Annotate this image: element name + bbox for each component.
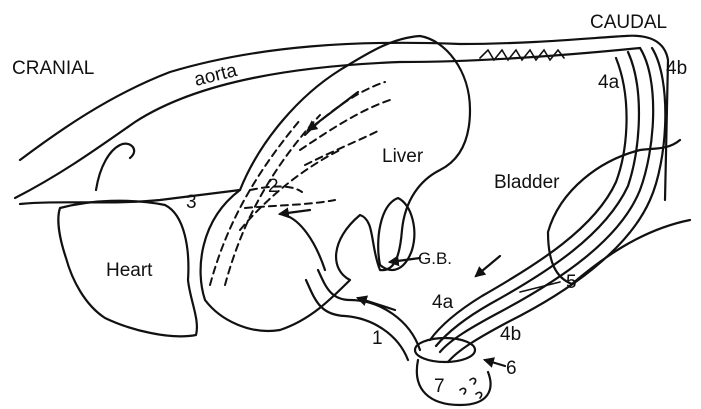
label-3: 3 bbox=[186, 192, 197, 213]
label-6: 6 bbox=[506, 358, 517, 379]
label-4a-bottom: 4a bbox=[432, 292, 454, 313]
label-1: 1 bbox=[372, 328, 383, 349]
umbilical-arteries bbox=[430, 48, 665, 362]
label-caudal: CAUDAL bbox=[590, 12, 667, 33]
label-7: 7 bbox=[434, 376, 445, 397]
label-4b-bottom: 4b bbox=[500, 324, 521, 345]
bladder-outline bbox=[548, 140, 690, 284]
label-4b-top: 4b bbox=[666, 58, 687, 79]
umbilical-vein bbox=[285, 215, 420, 360]
label-heart: Heart bbox=[106, 260, 153, 281]
label-liver: Liver bbox=[382, 146, 424, 167]
aorta-vessel bbox=[15, 36, 668, 204]
label-gall-bladder: G.B. bbox=[418, 249, 452, 268]
label-4a-top: 4a bbox=[598, 72, 620, 93]
label-cranial: CRANIAL bbox=[12, 58, 94, 79]
umbilicus bbox=[415, 338, 491, 405]
label-2: 2 bbox=[268, 176, 279, 197]
ductus-venosus-dashes bbox=[210, 82, 390, 285]
label-bladder: Bladder bbox=[494, 172, 560, 193]
label-5: 5 bbox=[566, 272, 577, 293]
